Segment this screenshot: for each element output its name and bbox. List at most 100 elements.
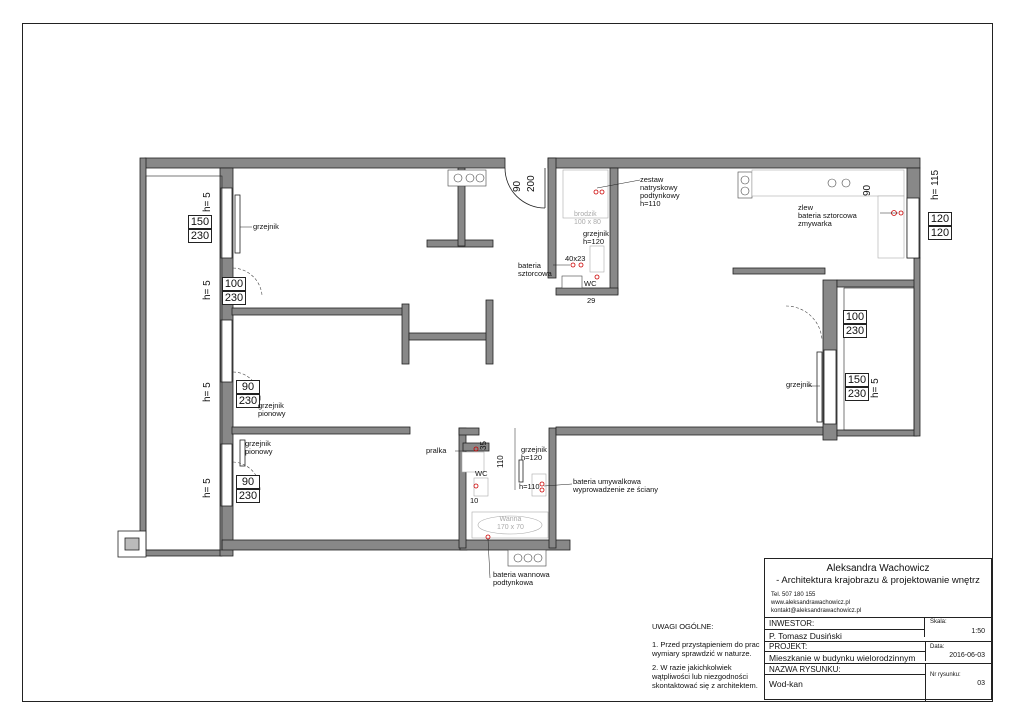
- wall-room2: [231, 426, 411, 435]
- dim-window1-width: 150: [188, 215, 212, 229]
- wall-central-a: [401, 303, 410, 365]
- dim-right-door-width: 100: [843, 310, 867, 324]
- washing-machine: [461, 451, 485, 473]
- label-grzejnik-bath1: grzejnik h=120: [583, 229, 609, 246]
- label-40x23: 40x23: [565, 254, 586, 263]
- dim-window3-width: 90: [236, 475, 260, 489]
- dim-window1-height: 230: [188, 229, 212, 243]
- entry-door: [504, 167, 546, 209]
- wall-bath1-right: [609, 167, 619, 295]
- label-dim-29: 29: [587, 296, 596, 305]
- note-2: 2. W razie jakichkolwiek wątpliwości lub…: [652, 663, 758, 690]
- dim-window2-width: 90: [236, 380, 260, 394]
- drawing-name-value: Wod-kan: [769, 679, 803, 689]
- washbasin-2: [531, 473, 547, 497]
- designer-email: kontakt@aleksandrawachowicz.pl: [771, 608, 862, 614]
- designer-subtitle: - Architektura krajobrazu & projektowani…: [776, 575, 980, 586]
- date-label: Data:: [930, 644, 945, 650]
- dim-right-window-height: 230: [845, 387, 869, 401]
- dim-window2-height: 230: [236, 394, 260, 408]
- wall-bath2-right: [548, 427, 557, 549]
- wall-balcony-bottom: [139, 549, 223, 557]
- h5-label-1: h= 5: [202, 192, 213, 212]
- wall-right-bot: [836, 429, 918, 437]
- sink-1: [561, 275, 583, 289]
- window-left-3: [220, 443, 233, 507]
- label-dim-110: 110: [496, 455, 505, 468]
- project-value: Mieszkanie w budynku wielorodzinnym: [769, 653, 916, 663]
- balcony-right: [843, 287, 915, 431]
- window-right: [823, 349, 837, 425]
- door-dim-90: 90: [512, 180, 523, 192]
- h5-label-4: h= 5: [202, 478, 213, 498]
- window-left-2: [220, 319, 233, 383]
- designer-name: Aleksandra Wachowicz: [826, 563, 930, 574]
- designer-tel: Tel. 507 180 155: [771, 592, 816, 598]
- balcony: [145, 175, 223, 551]
- label-grzejnik-2: grzejnik: [786, 380, 812, 389]
- number-value: 03: [977, 680, 985, 687]
- label-dim-10: 10: [470, 496, 479, 505]
- investor-value: P. Tomasz Dusiński: [769, 631, 842, 641]
- wall-central-c: [485, 299, 494, 365]
- tb-investor-row: INWESTOR: Skala:: [765, 617, 991, 637]
- window-kitchen: [906, 197, 920, 259]
- wall-central-b: [408, 332, 492, 341]
- dim-window3-height: 230: [236, 489, 260, 503]
- radiator-4: [816, 351, 823, 423]
- chimney-inner: [124, 537, 140, 551]
- label-shower-tray: brodzik 100 x 80: [574, 211, 601, 226]
- wall-bath1-left: [547, 157, 557, 279]
- wall-right-outer: [913, 257, 921, 437]
- label-grzejnik-bath2: grzejnik h=120: [521, 445, 547, 462]
- radiator-1: [234, 194, 241, 254]
- door-dim-200: 200: [526, 175, 537, 192]
- wall-room1: [231, 307, 406, 316]
- date-value: 2016-06-03: [949, 652, 985, 659]
- wall-top-stub-v: [457, 167, 466, 247]
- designer-www: www.aleksandrawachowicz.pl: [771, 600, 851, 606]
- label-wanna: Wanna 170 x 70: [497, 516, 524, 531]
- label-grzejnik-pionowy-2: grzejnik pionowy: [245, 439, 273, 456]
- wall-top-left: [144, 157, 506, 169]
- project-label: PROJEKT:: [769, 642, 808, 651]
- note-1: 1. Przed przystąpieniem do prac wymiary …: [652, 640, 760, 658]
- label-wc-2: WC: [475, 469, 488, 478]
- wall-bath2-top: [458, 427, 480, 436]
- dim-right-door-height: 230: [843, 324, 867, 338]
- radiator-5: [518, 459, 524, 483]
- scale-value: 1:50: [971, 628, 985, 635]
- wall-kitchen: [732, 267, 826, 275]
- number-label: Nr rysunku:: [930, 672, 961, 678]
- notes-title: UWAGI OGÓLNE:: [652, 622, 714, 631]
- wall-right-corr: [555, 426, 829, 436]
- h115-label: h= 115: [930, 169, 941, 200]
- label-kitchen-sink: zlew bateria sztorcowa zmywarka: [798, 203, 857, 228]
- wall-balcony-left: [139, 157, 147, 557]
- label-h110: h=110: [519, 482, 540, 491]
- label-bateria-wannowa: bateria wannowa podtynkowa: [493, 570, 550, 587]
- door-arc-3: [232, 461, 261, 491]
- dim-door1-height: 230: [222, 291, 246, 305]
- dim-kitchen-width: 120: [928, 212, 952, 226]
- label-shower-set: zestaw natryskowy podtynkowy h=110: [640, 175, 680, 208]
- wall-bottom-left: [221, 539, 468, 551]
- wall-bath1-bottom: [555, 287, 619, 296]
- drawing-frame: [22, 23, 993, 702]
- h5-label-2: h= 5: [202, 280, 213, 300]
- wall-right-balc: [836, 279, 918, 288]
- label-bateria-umywalkowa: bateria umywalkowa wyprowadzenie ze ścia…: [573, 477, 659, 494]
- wc-2: [473, 477, 489, 497]
- shower-tray: [562, 169, 609, 219]
- window-left-1: [220, 187, 233, 259]
- label-grzejnik-pionowy-1: grzejnik pionowy: [258, 401, 286, 418]
- h5-label-right: h= 5: [870, 378, 881, 398]
- wall-top-right: [547, 157, 921, 169]
- door-arc-1: [232, 267, 263, 296]
- kitchen-dim-90: 90: [862, 184, 873, 196]
- general-notes: UWAGI OGÓLNE: 1. Przed przystąpieniem do…: [652, 622, 762, 690]
- label-dim-35: 35: [479, 441, 488, 450]
- kitchen-counter-v: [877, 195, 905, 259]
- door-arc-right: [785, 305, 823, 341]
